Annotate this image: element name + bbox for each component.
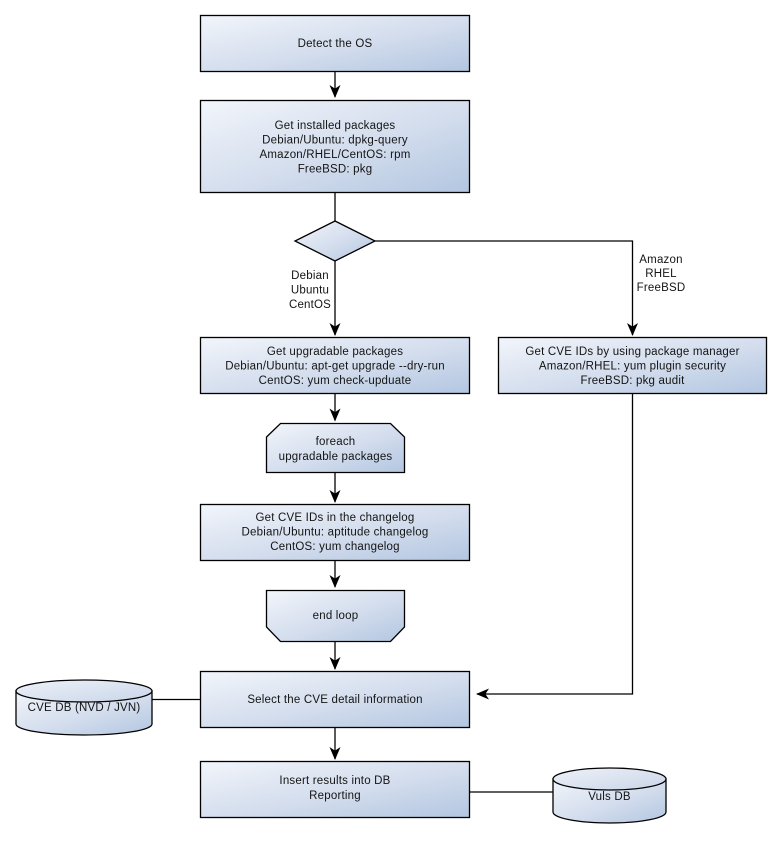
- node-cve-pkg-manager-line-3: FreeBSD: pkg audit: [581, 375, 686, 387]
- branch-left-line-2: Ubuntu: [291, 285, 329, 297]
- node-end-loop-label: end loop: [313, 610, 359, 622]
- node-detect-os-label: Detect the OS: [298, 38, 373, 50]
- node-select-cve-label: Select the CVE detail information: [247, 694, 422, 706]
- label-branch-debian-ubuntu-centos: Debian Ubuntu CentOS: [289, 270, 331, 311]
- decision-diamond: [293, 220, 377, 262]
- edge-decision-to-pkg-manager: [375, 240, 638, 336]
- branch-left-line-3: CentOS: [289, 299, 331, 311]
- cylinder-vuls-db-label: Vuls DB: [588, 791, 631, 803]
- branch-right-line-2: RHEL: [645, 268, 677, 280]
- node-get-upgradable-line-3: CentOS: yum check-upduate: [259, 375, 412, 387]
- node-get-installed-line-3: Amazon/RHEL/CentOS: rpm: [260, 149, 411, 161]
- node-cve-pkg-manager-line-1: Get CVE IDs by using package manager: [525, 346, 739, 358]
- node-select-cve-detail: Select the CVE detail information: [199, 670, 471, 729]
- node-cve-changelog-line-3: CentOS: yum changelog: [270, 541, 400, 553]
- cylinder-vuls-db: Vuls DB: [552, 767, 667, 824]
- node-get-cve-ids-changelog: Get CVE IDs in the changelog Debian/Ubun…: [199, 503, 471, 562]
- node-cve-changelog-line-2: Debian/Ubuntu: aptitude changelog: [242, 527, 429, 539]
- node-foreach-line-1: foreach: [316, 436, 356, 448]
- cylinder-cve-db: CVE DB (NVD / JVN): [15, 679, 153, 736]
- node-foreach-loop-start: foreach upgradable packages: [265, 422, 406, 474]
- node-get-installed-line-4: FreeBSD: pkg: [298, 164, 373, 176]
- node-get-cve-ids-package-manager: Get CVE IDs by using package manager Ama…: [497, 336, 768, 395]
- node-get-upgradable-packages: Get upgradable packages Debian/Ubuntu: a…: [199, 336, 471, 395]
- node-get-upgradable-line-1: Get upgradable packages: [267, 346, 403, 358]
- node-get-installed-line-2: Debian/Ubuntu: dpkg-query: [262, 135, 408, 147]
- cylinder-vuls-db-top: [552, 767, 667, 791]
- branch-right-line-1: Amazon: [639, 254, 682, 266]
- node-get-upgradable-line-2: Debian/Ubuntu: apt-get upgrade --dry-run: [225, 361, 445, 373]
- node-insert-results-line-2: Reporting: [309, 790, 361, 802]
- branch-right-line-3: FreeBSD: [637, 282, 686, 294]
- node-cve-changelog-line-1: Get CVE IDs in the changelog: [255, 512, 414, 524]
- cylinder-cve-db-top: [15, 679, 153, 703]
- edge-pkg-manager-to-select: [476, 393, 634, 700]
- node-cve-pkg-manager-line-2: Amazon/RHEL: yum plugin security: [539, 361, 726, 373]
- cylinder-cve-db-label: CVE DB (NVD / JVN): [28, 702, 141, 714]
- node-foreach-line-2: upgradable packages: [279, 451, 393, 463]
- node-end-loop: end loop: [265, 589, 406, 643]
- node-get-installed-packages: Get installed packages Debian/Ubuntu: dp…: [199, 99, 471, 194]
- branch-left-line-1: Debian: [291, 270, 329, 282]
- label-branch-amazon-rhel-freebsd: Amazon RHEL FreeBSD: [637, 254, 686, 294]
- node-insert-results-reporting: Insert results into DB Reporting: [199, 760, 471, 819]
- node-get-installed-line-1: Get installed packages: [275, 120, 396, 132]
- node-insert-results-line-1: Insert results into DB: [279, 775, 390, 787]
- node-detect-os: Detect the OS: [199, 14, 471, 73]
